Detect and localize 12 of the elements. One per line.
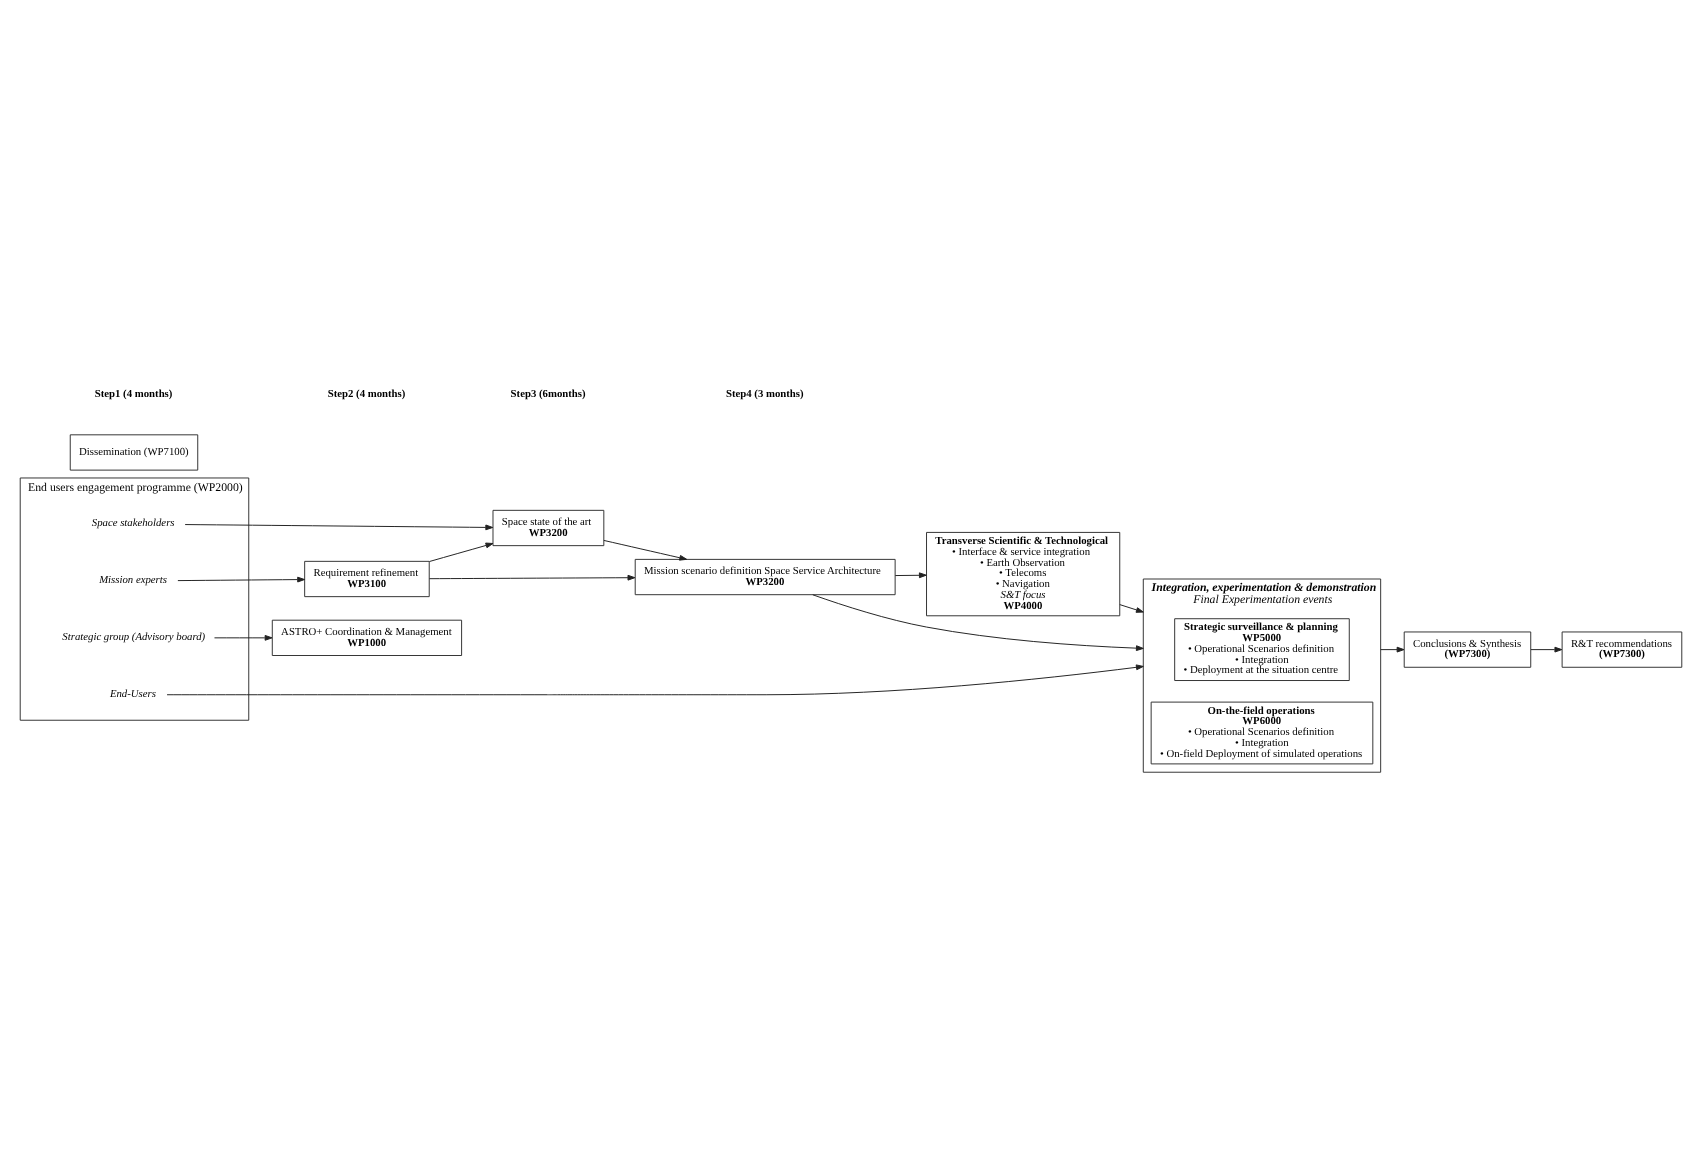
arrow xyxy=(214,633,273,640)
arrow xyxy=(428,541,494,561)
arrow xyxy=(1119,603,1144,612)
arrow xyxy=(1530,645,1563,652)
arrow xyxy=(428,573,636,580)
arrow xyxy=(166,663,1144,695)
arrow xyxy=(603,538,688,560)
arrow xyxy=(812,593,1144,651)
arrow xyxy=(184,523,494,530)
arrow xyxy=(177,575,306,582)
arrow xyxy=(1380,645,1405,652)
arrow xyxy=(894,571,927,578)
